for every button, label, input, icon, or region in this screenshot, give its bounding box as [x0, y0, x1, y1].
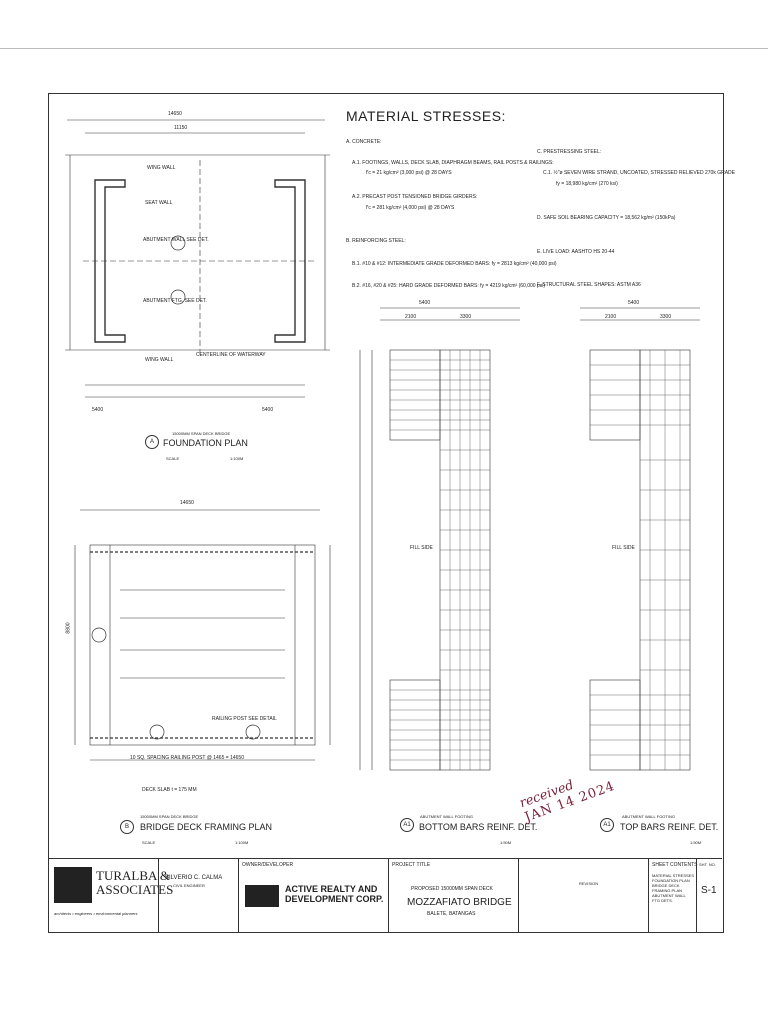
wing-wall-label-2: WING WALL: [145, 357, 174, 363]
abut-ftg-label: ABUTMENT FTG. SEE DET.: [143, 298, 207, 304]
deck-slab-note: DECK SLAB t = 175 MM: [142, 787, 197, 793]
project-cell: PROJECT TITLE PROPOSED 15000MM SPAN DECK…: [388, 859, 519, 932]
owner-name-2: DEVELOPMENT CORP.: [285, 894, 384, 904]
owner-logo: [245, 885, 279, 907]
material-d: D. SAFE SOIL BEARING CAPACITY = 18,562 k…: [537, 215, 676, 221]
mid-dim: 11150: [174, 125, 188, 131]
sheet-contents-cell: SHEET CONTENTS MATERIAL STRESSES FOUNDAT…: [648, 859, 697, 932]
railing-spacing: 10 SQ. SPACING RAILING POST @ 1465 = 146…: [130, 755, 244, 761]
title-block: TURALBA & ASSOCIATES architects • engine…: [48, 858, 722, 932]
view-bubble-b: B: [120, 820, 134, 834]
view-sub-top: ABUTMENT WALL FOOTING: [622, 814, 675, 819]
side-dim-right: 5400: [262, 407, 274, 413]
view-ratio-top: 1:50M: [690, 840, 702, 845]
fill-side-label: FILL SIDE: [410, 545, 433, 551]
deck-framing-drawing: [74, 509, 331, 761]
fill-side-label-2: FILL SIDE: [612, 545, 635, 551]
view-title-b: BRIDGE DECK FRAMING PLAN: [140, 822, 273, 832]
firm-logo: [54, 867, 92, 903]
engineer-cell: SILVERIO C. CALMA CIVIL ENGINEER: [158, 859, 239, 932]
bottom-bars-drawing: [359, 307, 520, 771]
firm-name-block: TURALBA & ASSOCIATES: [96, 869, 173, 897]
firm-name-2: ASSOCIATES: [96, 882, 174, 897]
top-bars-drawing: [580, 307, 700, 771]
project-sub: PROPOSED 15000MM SPAN DECK: [411, 886, 493, 892]
firm-tag: architects • engineers • environmental p…: [54, 911, 138, 916]
top-dim-b: 3300: [660, 314, 672, 320]
sheet-no: S-1: [701, 885, 717, 896]
view-ratio-b: 1:100M: [235, 840, 249, 845]
material-title: MATERIAL STRESSES:: [346, 108, 506, 124]
material-f: F. STRUCTURAL STEEL SHAPES: ASTM A36: [537, 282, 641, 288]
owner-label: OWNER/DEVELOPER: [242, 862, 294, 868]
overall-dim: 14650: [168, 111, 182, 117]
material-a: A. CONCRETE:: [346, 139, 382, 145]
project-label: PROJECT TITLE: [392, 862, 431, 868]
view-title-bottom: BOTTOM BARS REINF. DET.: [419, 822, 538, 832]
material-c1: C.1. ½"ø SEVEN WIRE STRAND, UNCOATED, ST…: [543, 170, 736, 176]
view-sub: 15000MM SPAN DECK BRIDGE: [172, 431, 231, 436]
centerline-label: CENTERLINE OF WATERWAY: [196, 352, 266, 358]
wing-wall-label: WING WALL: [147, 165, 176, 171]
view-bubble-bottom: A1: [400, 818, 414, 832]
view-scale: SCALE: [166, 456, 180, 461]
view-bubble-top: A1: [600, 818, 614, 832]
sheet-edge: [0, 48, 768, 49]
material-a1b: f'c = 21 kg/cm² (3,000 psi) @ 28 DAYS: [366, 170, 452, 176]
sheet-no-label: SHT. NO.: [699, 862, 716, 867]
seat-wall-label: SEAT WALL: [145, 200, 173, 206]
sheet-no-cell: SHT. NO. S-1: [696, 859, 723, 932]
material-a2b: f'c = 281 kg/cm² (4,000 psi) @ 28 DAYS: [366, 205, 455, 211]
view-ratio-bottom: 1:50M: [500, 840, 512, 845]
firm-name-1: TURALBA &: [96, 868, 171, 883]
bottom-dim-b: 3300: [460, 314, 472, 320]
railing-post-label: RAILING POST SEE DETAIL: [212, 716, 277, 722]
view-sub-b: 15000MM SPAN DECK BRIDGE: [140, 814, 199, 819]
owner-cell: OWNER/DEVELOPER ACTIVE REALTY AND DEVELO…: [238, 859, 389, 932]
material-c: C. PRESTRESSING STEEL:: [537, 149, 602, 155]
bottom-dim-total: 5400: [419, 300, 431, 306]
owner-name-1: ACTIVE REALTY AND: [285, 884, 378, 894]
revision-cell: REVISION: [518, 859, 649, 932]
material-c1b: fy = 18,980 kg/cm² (270 ksi): [556, 181, 618, 187]
owner-name: ACTIVE REALTY AND DEVELOPMENT CORP.: [285, 884, 383, 904]
deck-overall-dim: 14650: [180, 500, 194, 506]
material-a2: A.2. PRECAST POST TENSIONED BRIDGE GIRDE…: [352, 194, 478, 200]
view-title-top: TOP BARS REINF. DET.: [620, 822, 719, 832]
side-dim-left: 5400: [92, 407, 104, 413]
bottom-dim-a: 2100: [405, 314, 417, 320]
material-b1: B.1. #10 & #12: INTERMEDIATE GRADE DEFOR…: [352, 261, 557, 267]
engineer-name: SILVERIO C. CALMA: [165, 875, 223, 881]
material-b2: B.2. #16, #20 & #25: HARD GRADE DEFORMED…: [352, 283, 545, 289]
view-scale-b: SCALE: [142, 840, 156, 845]
material-b: B. REINFORCING STEEL:: [346, 238, 406, 244]
foundation-plan-drawing: [65, 119, 330, 398]
material-a1: A.1. FOOTINGS, WALLS, DECK SLAB, DIAPHRA…: [352, 160, 554, 166]
drawing-frame: [48, 93, 724, 933]
material-e: E. LIVE LOAD: AASHTO HS 20-44: [537, 249, 615, 255]
project-name: MOZZAFIATO BRIDGE: [407, 897, 512, 908]
engineer-role: CIVIL ENGINEER: [173, 883, 205, 888]
view-bubble-a: A: [145, 435, 159, 449]
top-dim-total: 5400: [628, 300, 640, 306]
view-title: FOUNDATION PLAN: [163, 438, 248, 448]
sheet-contents-label: SHEET CONTENTS: [652, 862, 698, 868]
project-location: BALETE, BATANGAS: [427, 911, 476, 917]
deck-width-dim: 8800: [65, 622, 72, 634]
abut-wall-label: ABUTMENT WALL SEE DET.: [143, 237, 209, 243]
view-sub-bottom: ABUTMENT WALL FOOTING: [420, 814, 473, 819]
top-dim-a: 2100: [605, 314, 617, 320]
view-ratio: 1:100M: [230, 456, 244, 461]
sheet-contents: MATERIAL STRESSES FOUNDATION PLAN BRIDGE…: [652, 873, 695, 903]
revision-label: REVISION: [579, 881, 599, 886]
